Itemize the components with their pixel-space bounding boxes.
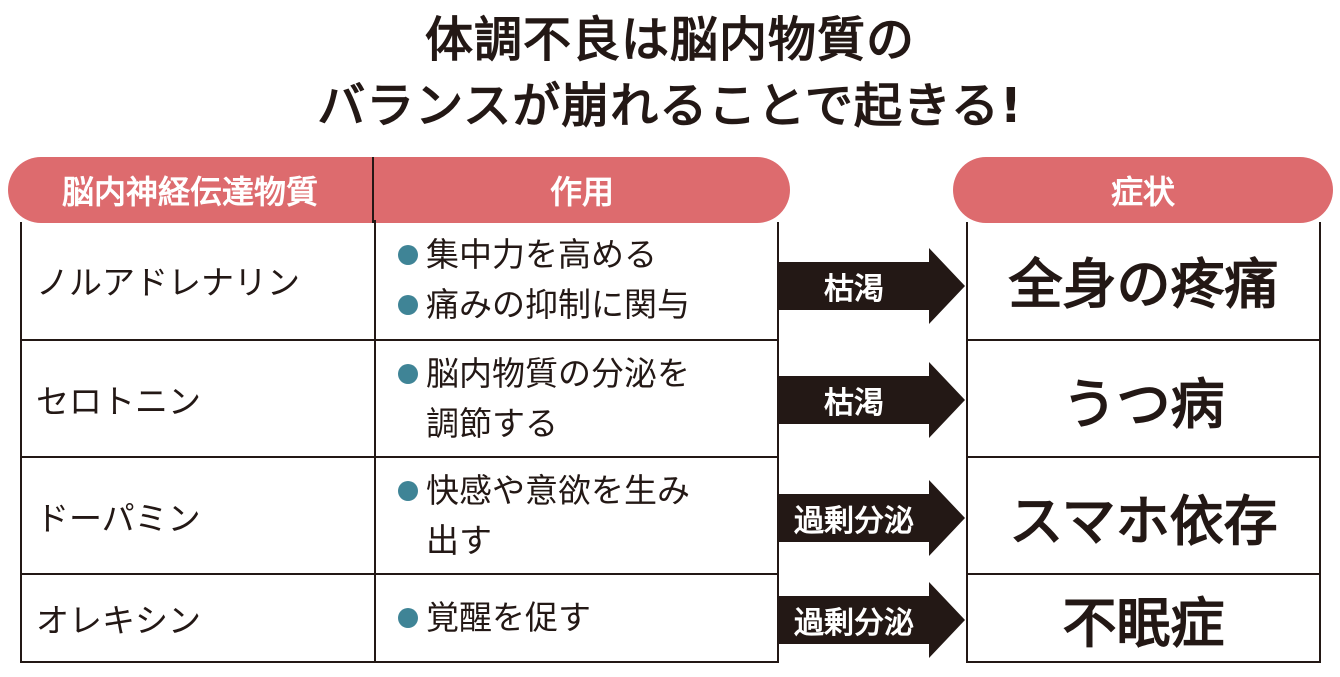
substance-name: セロトニン: [22, 341, 376, 457]
arrow-label: 枯渇: [824, 272, 884, 307]
bullet-icon: [398, 608, 418, 628]
arrow-depletion: 枯渇: [779, 248, 967, 324]
bullet-icon: [398, 244, 418, 265]
arrow-icon: [779, 362, 965, 438]
header-symptom-pill: 症状: [953, 157, 1333, 223]
substance-table: ノルアドレナリン 集中力を高める 痛みの抑制に関与 セロトニン 脳内物質の分泌を…: [20, 220, 779, 663]
table-row: オレキシン 覚醒を促す: [22, 573, 777, 661]
bullet-icon: [398, 364, 418, 384]
arrow-label: 過剰分泌: [794, 606, 914, 641]
bullet-icon: [398, 481, 418, 501]
title-line-1: 体調不良は脳内物質の: [424, 12, 915, 68]
action-text: 脳内物質の分泌を: [426, 354, 690, 393]
symptom: スマホ依存: [968, 456, 1319, 574]
arrow-oversecretion: 過剰分泌: [779, 480, 967, 556]
symptom: 不眠症: [968, 573, 1319, 661]
table-row: セロトニン 脳内物質の分泌を 調節する: [22, 339, 777, 457]
action-text: 出す: [426, 521, 492, 560]
table-row: ドーパミン 快感や意欲を生み 出す: [22, 456, 777, 574]
action-text: 覚醒を促す: [426, 598, 591, 637]
arrow-depletion: 枯渇: [779, 362, 967, 438]
symptom: うつ病: [968, 339, 1319, 457]
action-text: 調節する: [426, 404, 558, 443]
arrow-label: 過剰分泌: [794, 504, 914, 539]
header-substance: 脳内神経伝達物質: [8, 157, 374, 223]
action-cell: 集中力を高める 痛みの抑制に関与: [376, 220, 777, 339]
arrow-icon: [779, 248, 965, 324]
action-cell: 快感や意欲を生み 出す: [376, 458, 777, 574]
substance-name: ドーパミン: [22, 458, 376, 574]
arrow-icon: [779, 480, 965, 556]
title-line-2: バランスが崩れることで起きる!: [317, 78, 1023, 134]
action-text: 集中力を高める: [426, 234, 657, 274]
action-cell: 脳内物質の分泌を 調節する: [376, 341, 777, 457]
table-header: 脳内神経伝達物質 作用: [8, 157, 790, 223]
substance-name: ノルアドレナリン: [22, 220, 376, 339]
arrow-label: 枯渇: [824, 386, 884, 421]
symptom: 全身の疼痛: [1008, 253, 1279, 316]
header-action: 作用: [549, 173, 614, 211]
header-symptom: 症状: [1110, 173, 1175, 211]
action-cell: 覚醒を促す: [376, 575, 777, 661]
symptom-table: 全身の疼痛 うつ病 スマホ依存 不眠症: [966, 222, 1321, 663]
bullet-icon: [398, 294, 418, 315]
arrow-icon: [779, 582, 965, 658]
substance-name: オレキシン: [22, 575, 376, 661]
action-text: 痛みの抑制に関与: [426, 284, 690, 324]
action-text: 快感や意欲を生み: [426, 471, 690, 510]
table-row: ノルアドレナリン 集中力を高める 痛みの抑制に関与: [22, 220, 777, 339]
arrow-oversecretion: 過剰分泌: [779, 582, 967, 658]
